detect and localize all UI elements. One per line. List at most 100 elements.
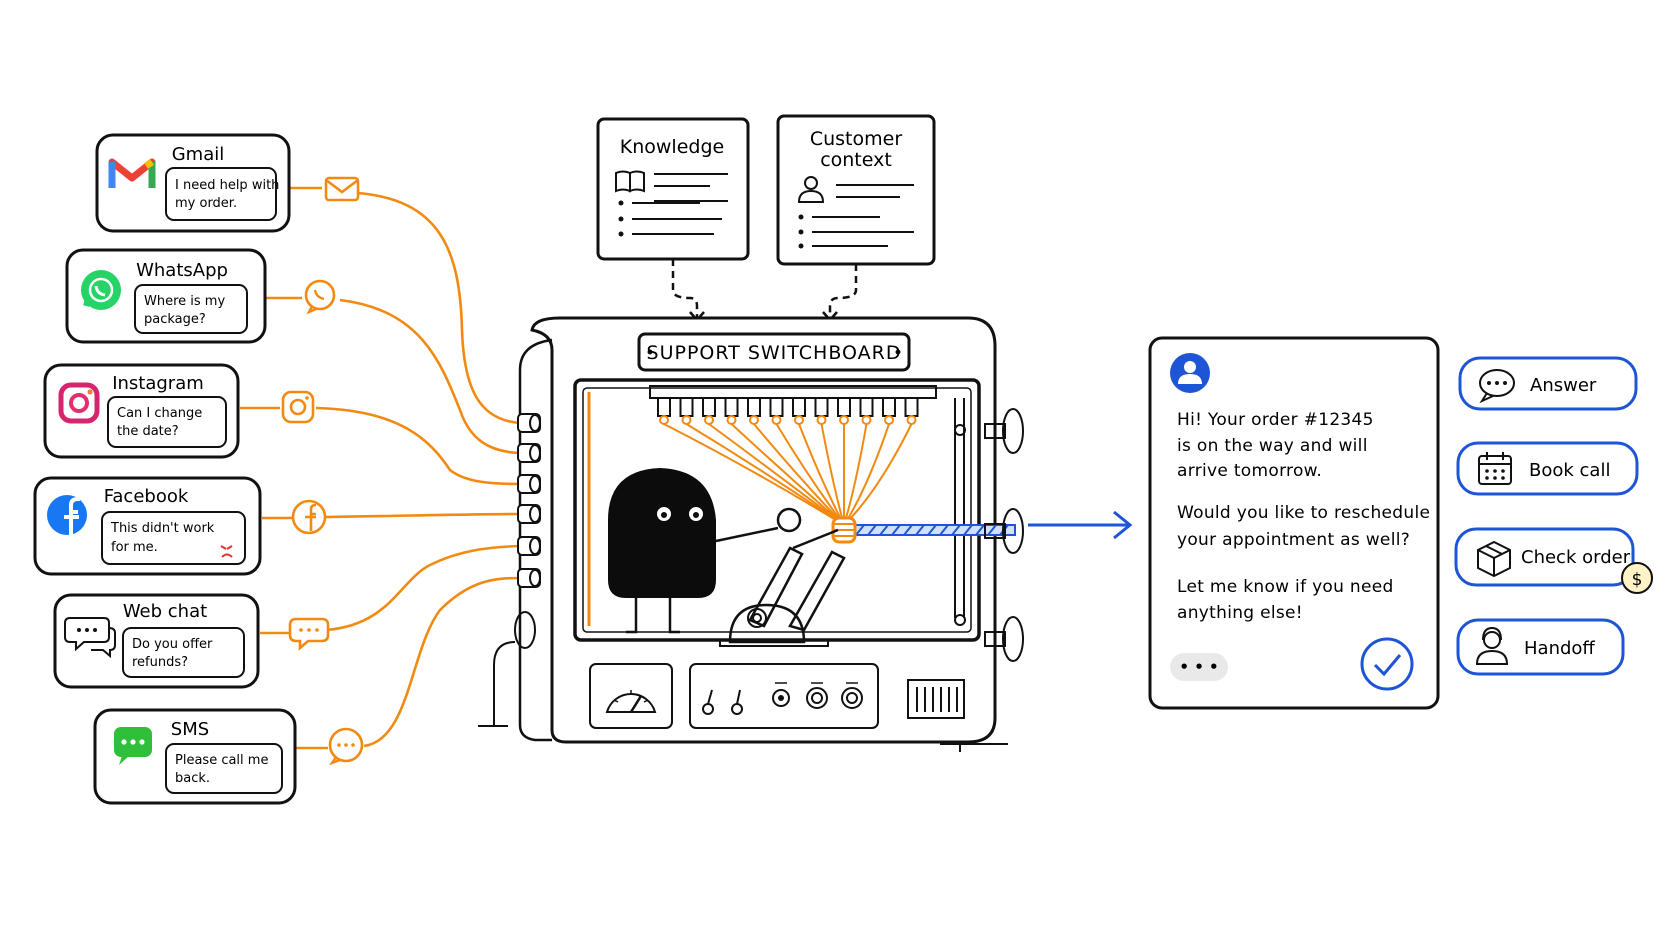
message-line: I need help with: [175, 178, 279, 193]
patch-cable: [730, 423, 845, 526]
customer-context-title: context: [820, 149, 892, 171]
calendar-icon: [1478, 452, 1512, 485]
jack: [904, 397, 919, 417]
message-bubble: [101, 511, 246, 565]
machine-label-plate: SUPPORT SWITCHBOARD: [637, 332, 911, 372]
chat-bubble-icon: [328, 727, 364, 766]
patch-cable: [775, 423, 845, 526]
jack-plug: [861, 415, 872, 425]
coin-symbol: $: [1632, 570, 1643, 590]
reply-line: anything else!: [1177, 603, 1303, 623]
message-line: my order.: [175, 196, 237, 211]
jack-plug: [704, 415, 714, 425]
message-bubble: [165, 167, 277, 221]
message-line: Where is my: [144, 294, 225, 309]
toggle-switches: [702, 689, 743, 715]
action-handoff[interactable]: Handoff: [1456, 618, 1625, 676]
reply-line: Would you like to reschedule: [1177, 503, 1430, 523]
channel-card-whatsapp: WhatsApp Where is my package?: [65, 248, 267, 344]
checkmark-icon: [1360, 637, 1414, 691]
patch-cable: [663, 423, 845, 526]
facebook-icon: [291, 499, 327, 535]
message-bubble: [107, 396, 227, 448]
jack: [792, 397, 806, 417]
action-book-call[interactable]: Book call: [1456, 441, 1639, 496]
channel-name: WhatsApp: [136, 260, 228, 281]
jack: [657, 397, 671, 417]
action-check-order[interactable]: Check order $: [1454, 527, 1653, 594]
message-bubble: [122, 627, 245, 678]
jacks: [657, 397, 919, 425]
wire-webchat: [260, 544, 521, 635]
message-line: back.: [175, 771, 210, 786]
chat-bubble-icon: [288, 617, 330, 651]
patch-cable: [708, 423, 845, 526]
action-answer[interactable]: Answer: [1458, 356, 1638, 411]
message-line: This didn't work: [110, 521, 215, 536]
input-jack-socket: [529, 444, 541, 462]
jack-plug: [749, 415, 759, 425]
jack-plug: [726, 415, 737, 425]
cable-knot: [831, 516, 857, 544]
right-knobs: [984, 408, 1024, 662]
jack: [747, 397, 761, 417]
jack-plug: [884, 415, 894, 425]
facebook-icon: [47, 495, 87, 535]
user-avatar-icon: [1170, 353, 1210, 393]
chat-bubbles-icon: [64, 617, 116, 659]
whatsapp-icon: [304, 279, 336, 315]
left-knob: [478, 611, 536, 727]
person-headset-icon: [1475, 626, 1509, 665]
typing-indicator: [1170, 653, 1228, 681]
typing-dots: • • •: [1179, 658, 1218, 676]
channel-name: Web chat: [123, 601, 207, 622]
action-label: Check order: [1521, 547, 1631, 568]
person-icon: [797, 176, 825, 203]
channel-name: Gmail: [172, 144, 225, 165]
message-line: refunds?: [132, 655, 188, 670]
jack: [679, 397, 694, 417]
jack: [724, 397, 739, 417]
jack: [702, 397, 716, 417]
reply-line: is on the way and will: [1177, 436, 1368, 456]
message-line: Please call me: [175, 753, 268, 768]
wire-whatsapp: [266, 296, 521, 455]
reply-line: arrive tomorrow.: [1177, 461, 1322, 481]
whatsapp-icon: [81, 270, 121, 310]
channel-wires: [240, 186, 521, 750]
vent-grille: [907, 679, 965, 719]
gauge-icon: [605, 690, 657, 713]
input-jack-socket: [529, 537, 541, 555]
reply-line: Let me know if you need: [1177, 577, 1394, 597]
input-jack-socket: [529, 414, 541, 432]
control-panel: [589, 663, 965, 729]
dollar-coin-icon: $: [1621, 562, 1653, 594]
channel-name: SMS: [171, 719, 209, 740]
channel-card-gmail: Gmail I need help with my order.: [95, 133, 291, 233]
knowledge-card: Knowledge: [596, 117, 750, 261]
jack: [837, 397, 851, 417]
book-icon: [615, 170, 645, 193]
package-icon: [1477, 540, 1511, 578]
patch-cable: [685, 423, 845, 526]
jack: [814, 397, 829, 417]
output-rod: [849, 524, 1016, 536]
message-line: Do you offer: [132, 637, 213, 652]
patch-cable: [798, 423, 845, 526]
jack-panel: [649, 385, 937, 425]
customer-context-title: Customer: [810, 128, 902, 150]
switchboard-machine: SUPPORT SWITCHBOARD: [478, 316, 1024, 752]
channel-card-facebook: Facebook This didn't work for me.: [33, 476, 262, 576]
message-line: Can I change: [117, 406, 202, 421]
jack-plug: [794, 415, 804, 425]
wire-facebook: [262, 512, 521, 520]
message-bubble: [134, 284, 248, 334]
envelope-icon: [324, 176, 360, 202]
message-line: for me.: [111, 540, 158, 555]
dial-knobs: [772, 682, 863, 709]
jack: [769, 397, 784, 417]
speech-bubble-icon: [1479, 369, 1515, 404]
jack-plug: [906, 415, 917, 425]
channel-card-webchat: Web chat Do you offer refunds?: [53, 593, 260, 689]
